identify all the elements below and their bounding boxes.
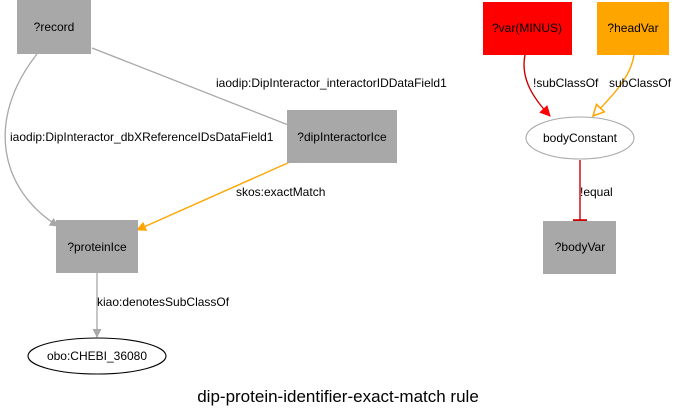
edge-dipinteractorice-to-proteinice: skos:exactMatch: [136, 161, 325, 231]
node-chebi: obo:CHEBI_36080: [27, 337, 167, 375]
node-proteinice: ?proteinIce: [56, 220, 138, 273]
edge-bodyconstant-to-bodyvar: !equal: [573, 160, 613, 224]
node-label-proteinice: ?proteinIce: [67, 240, 127, 254]
edge-label-denotes-subclass: kiao:denotesSubClassOf: [97, 295, 230, 309]
node-dipinteractorice: ?dipInteractorIce: [287, 110, 397, 163]
node-label-varminus: ?var(MINUS): [492, 21, 562, 35]
edge-label-interactor-id: iaodip:DipInteractor_interactorIDDataFie…: [216, 76, 447, 90]
edge-label-not-equal: !equal: [580, 185, 613, 199]
edge-varminus-to-bodyconstant: !subClassOf: [523, 54, 599, 117]
node-label-headvar: ?headVar: [607, 21, 658, 35]
node-bodyconstant: bodyConstant: [525, 116, 635, 160]
diagram-title: dip-protein-identifier-exact-match rule: [197, 387, 479, 406]
node-varminus: ?var(MINUS): [483, 2, 572, 55]
edge-headvar-to-bodyconstant: subClassOf: [593, 54, 672, 116]
node-label-bodyconstant: bodyConstant: [543, 131, 618, 145]
edge-record-to-dipinteractorice: iaodip:DipInteractor_interactorIDDataFie…: [91, 47, 447, 130]
node-headvar: ?headVar: [597, 2, 669, 55]
edge-label-dbx-reference: iaodip:DipInteractor_dbXReferenceIDsData…: [10, 130, 274, 144]
node-bodyvar: ?bodyVar: [543, 221, 616, 274]
node-label-chebi: obo:CHEBI_36080: [47, 349, 147, 363]
node-record: ?record: [17, 0, 91, 54]
node-label-dipinteractorice: ?dipInteractorIce: [297, 130, 387, 144]
edge-record-to-proteinice: iaodip:DipInteractor_dbXReferenceIDsData…: [4, 53, 274, 227]
edge-label-subclass: subClassOf: [609, 76, 672, 90]
edge-proteinice-to-chebi: kiao:denotesSubClassOf: [92, 273, 230, 338]
node-label-bodyvar: ?bodyVar: [555, 240, 605, 254]
edge-label-exact-match: skos:exactMatch: [236, 185, 325, 199]
edge-label-not-subclass: !subClassOf: [533, 76, 599, 90]
node-label-record: ?record: [34, 20, 75, 34]
